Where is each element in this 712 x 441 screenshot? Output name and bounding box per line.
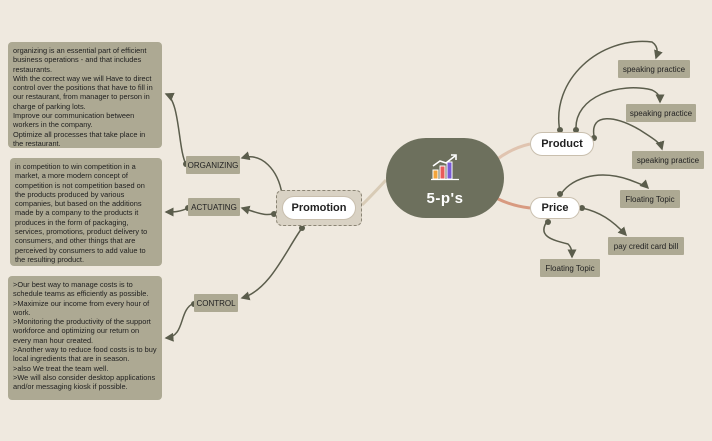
connector-promotion-actuating — [240, 205, 277, 216]
connector-central-promotion — [360, 178, 388, 207]
connector-price-ft1 — [559, 174, 650, 197]
connector-central-price — [495, 196, 531, 210]
connector-promotion-control — [240, 227, 303, 301]
main-topic-price[interactable]: Price — [530, 197, 580, 219]
note-control[interactable]: >Our best way to manage costs is to sche… — [8, 276, 162, 400]
subtopic-control[interactable]: CONTROL — [194, 294, 238, 312]
connector-price-ft2 — [543, 219, 577, 259]
note-actuating[interactable]: in competition to win competition in a m… — [10, 158, 162, 266]
subtopic-pay-credit-card-bill[interactable]: pay credit card bill — [608, 237, 684, 255]
connector-product-sp2 — [575, 87, 665, 131]
note-organizing[interactable]: organizing is an essential part of effic… — [8, 42, 162, 148]
connector-promotion-organizing — [240, 151, 283, 195]
connector-organizing-note — [164, 92, 187, 165]
main-topic-promotion[interactable]: Promotion — [282, 196, 356, 220]
bar-chart-trend-icon — [431, 154, 459, 181]
main-topic-product[interactable]: Product — [530, 132, 594, 156]
central-topic-title: 5-p's — [426, 190, 464, 207]
subtopic-speaking-practice-3[interactable]: speaking practice — [632, 151, 704, 169]
connector-product-sp1 — [558, 40, 663, 133]
connector-product-sp3 — [592, 118, 665, 151]
subtopic-floating-topic-2[interactable]: Floating Topic — [540, 259, 600, 277]
connector-actuating-note — [164, 207, 189, 217]
subtopic-actuating[interactable]: ACTUATING — [188, 198, 240, 216]
subtopic-floating-topic-1[interactable]: Floating Topic — [620, 190, 680, 208]
connector-central-product — [495, 142, 531, 162]
subtopic-speaking-practice-1[interactable]: speaking practice — [618, 60, 690, 78]
subtopic-organizing[interactable]: ORGANIZING — [186, 156, 240, 174]
connector-control-note — [164, 302, 195, 342]
subtopic-speaking-practice-2[interactable]: speaking practice — [626, 104, 696, 122]
central-topic[interactable]: 5-p's — [386, 138, 504, 218]
connector-price-pcc — [581, 207, 628, 237]
